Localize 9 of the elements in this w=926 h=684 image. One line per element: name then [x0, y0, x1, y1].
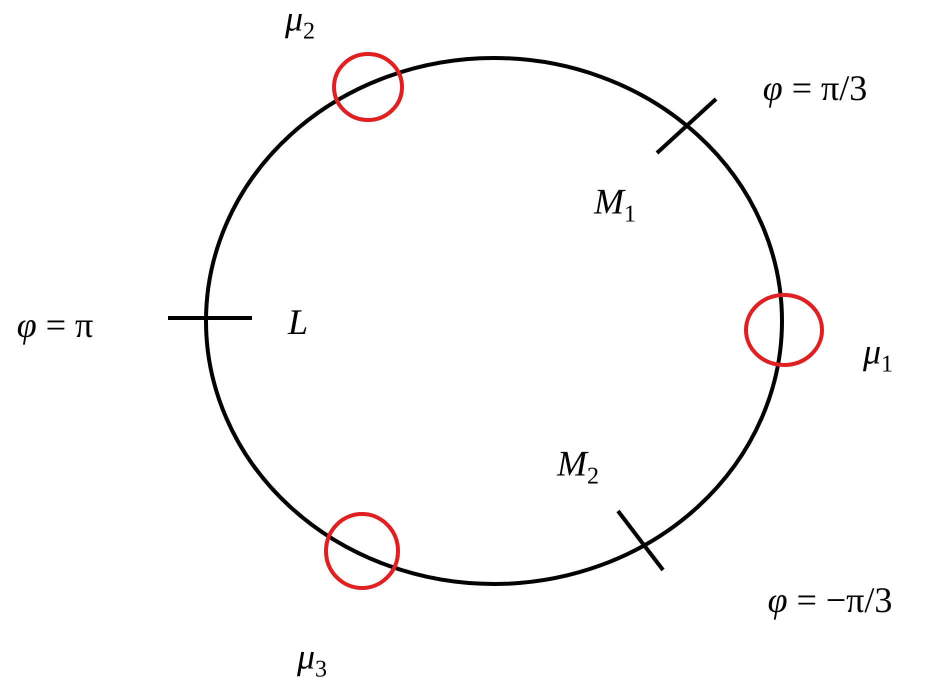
marker-label: M$_{1}$ — [594, 183, 636, 227]
marker-label: M$_{2}$ — [557, 445, 599, 489]
point-label: μ$_{3}$ — [296, 638, 328, 682]
angle-label: φ = π/3 — [762, 70, 868, 106]
angle-label: φ = −π/3 — [768, 582, 892, 618]
point-label: μ$_{1}$ — [862, 333, 894, 377]
point-label: μ$_{2}$ — [284, 0, 316, 44]
marker-label: L — [288, 304, 308, 340]
angle-label: φ = π — [16, 307, 94, 343]
